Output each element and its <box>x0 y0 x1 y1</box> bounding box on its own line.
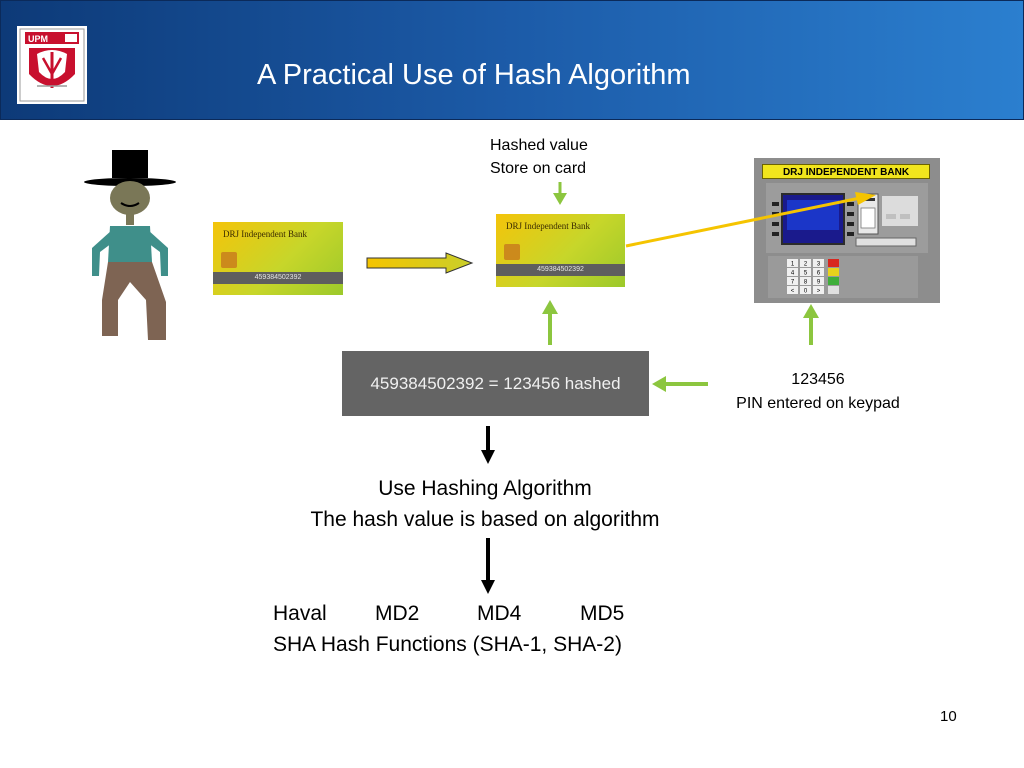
bank-card-hashed: DRJ Independent Bank 459384502392 <box>496 214 625 287</box>
hash-function-md5: MD5 <box>580 602 625 625</box>
card-number: 459384502392 <box>496 264 625 276</box>
page-number: 10 <box>940 708 957 725</box>
card-bank-name: DRJ Independent Bank <box>223 229 307 239</box>
card-bank-name: DRJ Independent Bank <box>506 221 590 231</box>
algorithm-line1: Use Hashing Algorithm <box>378 477 592 500</box>
logo-text: UPM <box>28 34 48 44</box>
svg-text:<: < <box>791 289 795 295</box>
svg-text:0: 0 <box>804 289 808 295</box>
atm-bank-label: DRJ INDEPENDENT BANK <box>762 164 930 179</box>
pin-description: PIN entered on keypad <box>736 395 900 412</box>
svg-text:4: 4 <box>791 271 795 277</box>
svg-text:7: 7 <box>791 280 795 286</box>
card-chip <box>221 252 237 268</box>
algorithm-line2: The hash value is based on algorithm <box>310 508 660 531</box>
hash-function-md4: MD4 <box>477 602 522 625</box>
svg-text:6: 6 <box>817 271 821 277</box>
algorithm-text: Use Hashing Algorithm The hash value is … <box>270 473 700 535</box>
svg-text:>: > <box>817 289 821 295</box>
pin-caption: 123456 PIN entered on keypad <box>716 368 920 416</box>
upm-logo: UPM <box>17 26 87 104</box>
card-chip <box>504 244 520 260</box>
atm-machine: DRJ INDEPENDENT BANK 1 2 3 4 <box>754 158 940 303</box>
svg-text:8: 8 <box>804 280 808 286</box>
svg-text:5: 5 <box>804 271 808 277</box>
hash-function-md2: MD2 <box>375 602 420 625</box>
hash-function-haval: Haval <box>273 602 327 625</box>
pin-value: 123456 <box>791 371 845 388</box>
slide-header: UPM A Practical Use of Hash Algorithm <box>0 0 1024 120</box>
sha-functions-line: SHA Hash Functions (SHA-1, SHA-2) <box>273 633 622 656</box>
atm-body: 1 2 3 4 5 6 7 8 9 < 0 > <box>766 183 928 298</box>
bank-card-original: DRJ Independent Bank 459384502392 <box>213 222 343 295</box>
slide-title: A Practical Use of Hash Algorithm <box>257 59 691 91</box>
card-caption-line2: Store on card <box>490 160 587 177</box>
card-caption-line1: Hashed value <box>490 137 588 154</box>
svg-text:2: 2 <box>804 262 808 268</box>
hash-result-box: 459384502392 = 123456 hashed <box>342 351 649 416</box>
card-caption: Hashed value Store on card <box>490 134 588 180</box>
card-number: 459384502392 <box>213 272 343 284</box>
svg-text:9: 9 <box>817 280 821 286</box>
svg-text:1: 1 <box>791 262 795 268</box>
svg-text:3: 3 <box>817 262 821 268</box>
